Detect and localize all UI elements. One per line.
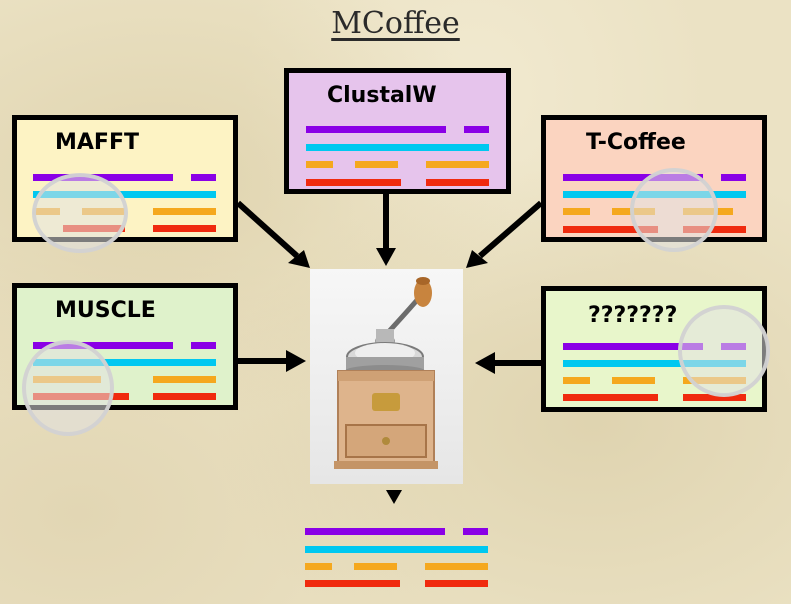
magnifier-lens-icon <box>22 340 114 436</box>
seq-bar <box>153 225 216 232</box>
seq-bar <box>153 393 216 400</box>
arrowhead-t-coffee <box>466 250 488 268</box>
muscle-box: MUSCLE <box>12 283 238 436</box>
seq-bar <box>683 394 746 401</box>
arrowhead-muscle <box>286 350 306 372</box>
seq-bar <box>191 174 216 181</box>
seq-bar <box>191 342 216 349</box>
seq-bar <box>563 377 590 384</box>
seq-bar <box>464 126 489 133</box>
clustalw-box: ClustalW <box>284 68 511 194</box>
seq-bar <box>153 376 216 383</box>
arrowhead-result <box>386 490 402 504</box>
result-alignment <box>305 528 495 588</box>
unknown-method-label: ??????? <box>588 303 678 328</box>
page-title: MCoffee <box>331 6 460 41</box>
magnifier-lens-icon <box>32 173 128 253</box>
unknown-method-box: ??????? <box>541 286 770 412</box>
seq-bar <box>305 563 332 570</box>
t-coffee-box: T-Coffee <box>541 115 767 252</box>
seq-bar <box>33 342 173 349</box>
seq-bar <box>683 226 746 233</box>
seq-bar <box>426 161 489 168</box>
clustalw-label: ClustalW <box>327 83 437 108</box>
seq-bar <box>563 343 703 350</box>
seq-bar <box>425 580 488 587</box>
mafft-label: MAFFT <box>55 130 139 155</box>
seq-bar <box>563 226 658 233</box>
seq-bar <box>425 563 488 570</box>
seq-bar <box>153 208 216 215</box>
seq-bar <box>426 179 489 186</box>
coffee-grinder-image <box>310 269 463 484</box>
mafft-box: MAFFT <box>12 115 238 253</box>
seq-bar <box>463 528 488 535</box>
seq-bar <box>306 126 446 133</box>
coffee-grinder-icon <box>334 277 438 469</box>
seq-bar <box>563 394 658 401</box>
seq-bar <box>612 377 655 384</box>
seq-bar <box>306 144 489 151</box>
arrowhead-unknown <box>475 352 495 374</box>
seq-bar <box>563 208 590 215</box>
seq-bar <box>563 174 703 181</box>
seq-bar <box>306 179 401 186</box>
seq-bar <box>33 191 216 198</box>
arrowhead-mafft <box>288 250 310 268</box>
seq-bar <box>306 161 333 168</box>
magnifier-lens-icon <box>630 168 718 252</box>
muscle-label: MUSCLE <box>55 298 156 323</box>
seq-bar <box>563 360 746 367</box>
seq-bar <box>721 174 746 181</box>
arrow-t-coffee <box>478 200 543 259</box>
seq-bar <box>33 359 216 366</box>
arrow-mafft <box>235 200 300 259</box>
seq-bar <box>305 546 488 553</box>
t-coffee-label: T-Coffee <box>586 130 686 155</box>
seq-bar <box>355 161 398 168</box>
seq-bar <box>354 563 397 570</box>
arrowhead-clustalw <box>376 248 396 266</box>
seq-bar <box>305 580 400 587</box>
magnifier-lens-icon <box>678 305 770 397</box>
seq-bar <box>305 528 445 535</box>
